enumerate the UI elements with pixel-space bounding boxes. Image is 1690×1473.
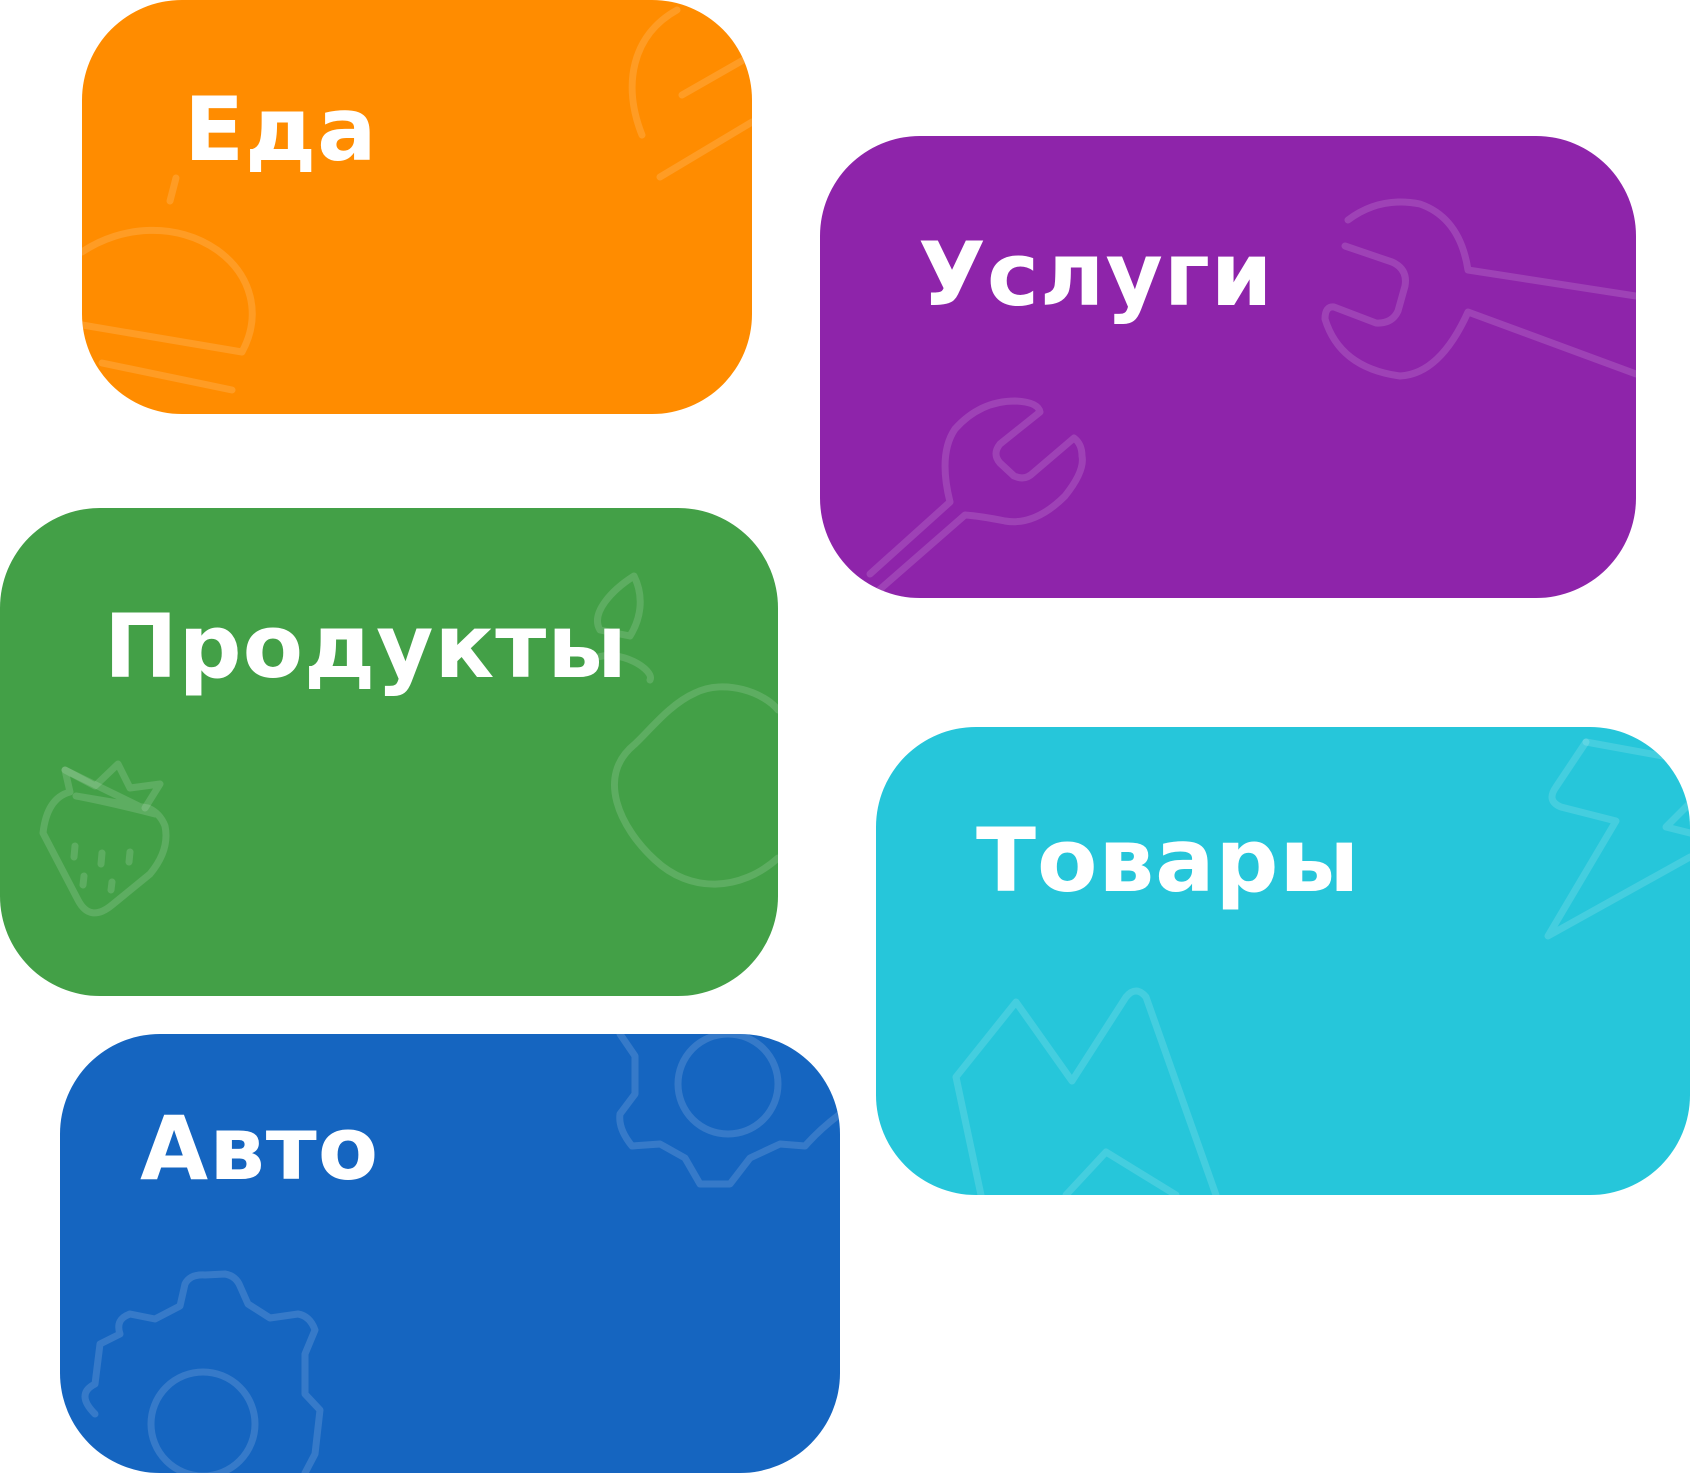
category-card-food[interactable]: Еда — [82, 0, 752, 414]
category-card-auto[interactable]: Авто — [60, 1034, 840, 1473]
category-card-products[interactable]: Продукты — [0, 508, 778, 996]
category-label-services: Услуги — [918, 223, 1274, 326]
category-label-auto: Авто — [140, 1097, 380, 1200]
category-label-food: Еда — [184, 78, 378, 181]
category-card-goods[interactable]: Товары — [876, 727, 1690, 1195]
category-card-services[interactable]: Услуги — [820, 136, 1636, 598]
category-label-products: Продукты — [104, 595, 628, 698]
burger-icon — [82, 6, 752, 394]
lightning-icon — [952, 738, 1690, 1195]
wrench-icon — [866, 198, 1636, 598]
fruit-icon — [39, 572, 778, 917]
category-label-goods: Товары — [976, 809, 1361, 912]
